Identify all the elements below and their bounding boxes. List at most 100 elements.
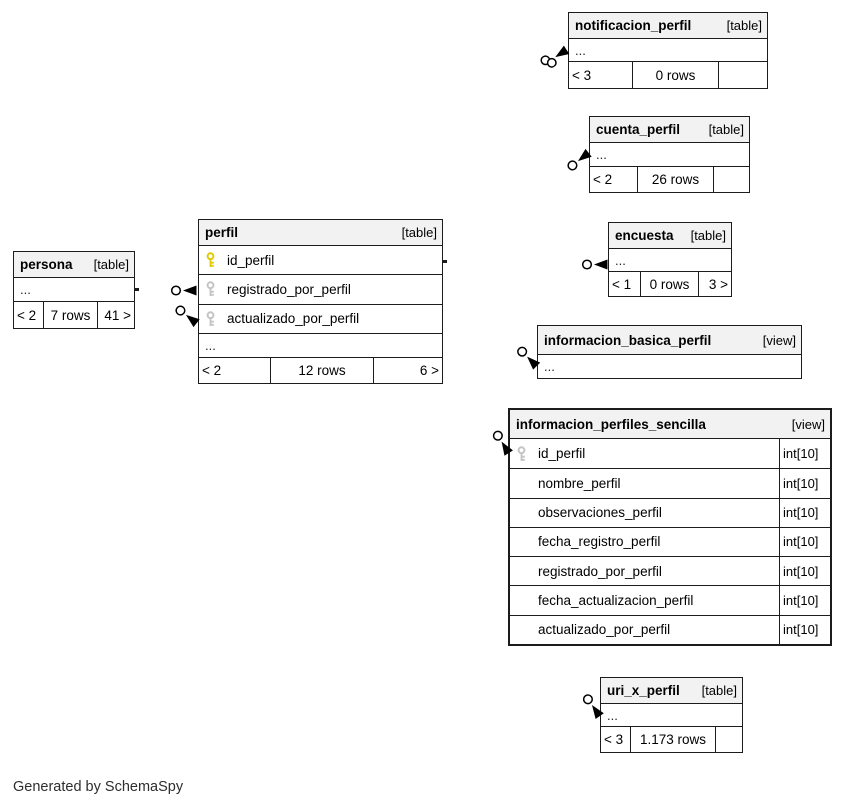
- footer-children: [715, 727, 742, 752]
- column-name: observaciones_perfil: [538, 505, 662, 521]
- table-perfil[interactable]: perfil [table] id_perfil registrado_por_…: [198, 219, 443, 384]
- column-name: fecha_registro_perfil: [538, 534, 661, 550]
- column-name: id_perfil: [227, 252, 275, 268]
- footer-rowcount: 7 rows: [43, 302, 97, 328]
- table-persona[interactable]: persona [table] ... < 2 7 rows 41 >: [13, 251, 135, 329]
- foreign-key-icon: [205, 311, 227, 327]
- column-row[interactable]: registrado_por_perfil: [199, 275, 442, 305]
- column-type: int[10]: [779, 498, 830, 527]
- column-name: id_perfil: [538, 446, 586, 462]
- table-name[interactable]: informacion_perfiles_sencilla: [516, 416, 706, 432]
- table-header: informacion_perfiles_sencilla [view]: [510, 410, 830, 439]
- table-kind-label: [view]: [762, 332, 796, 348]
- edge-stub: [135, 288, 139, 291]
- relationship-anchor-icon: [581, 258, 608, 271]
- table-footer: < 2 7 rows 41 >: [14, 302, 134, 328]
- footer-children: 41 >: [97, 302, 134, 328]
- column-name: actualizado_por_perfil: [227, 311, 360, 327]
- table-header: persona [table]: [14, 252, 134, 278]
- column-row[interactable]: id_perfil int[10]: [510, 439, 830, 470]
- columns-ellipsis: ...: [538, 355, 801, 378]
- footer-rowcount: 1.173 rows: [630, 727, 715, 752]
- footer-parents: < 3: [604, 732, 624, 747]
- column-row[interactable]: fecha_registro_perfil int[10]: [510, 527, 830, 558]
- table-footer: < 3 1.173 rows: [601, 727, 742, 752]
- column-name: actualizado_por_perfil: [538, 622, 671, 638]
- footer-children: [718, 62, 767, 88]
- table-kind-label: [table]: [401, 225, 437, 240]
- footer-parents: < 1: [612, 276, 632, 292]
- foreign-key-icon: [516, 445, 538, 462]
- column-row[interactable]: registrado_por_perfil int[10]: [510, 557, 830, 587]
- column-type: int[10]: [779, 557, 830, 586]
- table-header: encuesta [table]: [609, 223, 731, 249]
- column-type: int[10]: [779, 615, 830, 644]
- view-informacion-perfiles-sencilla[interactable]: informacion_perfiles_sencilla [view] id_…: [508, 408, 832, 646]
- table-cuenta-perfil[interactable]: cuenta_perfil [table] ... < 2 26 rows: [589, 116, 750, 193]
- footer-children: [713, 167, 749, 192]
- relationship-anchor-double-icon: [538, 43, 572, 72]
- edge-stub: [443, 260, 447, 263]
- columns-ellipsis: ...: [590, 143, 749, 167]
- table-encuesta[interactable]: encuesta [table] ... < 1 0 rows 3 >: [608, 222, 732, 297]
- columns-ellipsis: ...: [199, 333, 442, 358]
- column-row[interactable]: actualizado_por_perfil: [199, 304, 442, 334]
- table-name[interactable]: persona: [20, 257, 73, 272]
- column-type: int[10]: [779, 527, 830, 557]
- column-name: registrado_por_perfil: [538, 563, 662, 579]
- table-name[interactable]: cuenta_perfil: [596, 122, 681, 137]
- column-type: int[10]: [779, 586, 830, 615]
- view-informacion-basica-perfil[interactable]: informacion_basica_perfil [view] ...: [537, 325, 802, 379]
- column-row[interactable]: fecha_actualizacion_perfil int[10]: [510, 586, 830, 616]
- table-name[interactable]: encuesta: [615, 228, 674, 243]
- footer-rowcount: 0 rows: [640, 272, 698, 296]
- column-type: int[10]: [779, 469, 830, 498]
- foreign-key-icon: [205, 281, 227, 298]
- column-name: fecha_actualizacion_perfil: [538, 593, 694, 609]
- table-kind-label: [table]: [701, 683, 737, 698]
- footer-rowcount: 0 rows: [632, 62, 718, 88]
- column-row[interactable]: actualizado_por_perfil int[10]: [510, 615, 830, 644]
- footer-rowcount: 26 rows: [637, 167, 713, 192]
- table-kind-label: [view]: [791, 416, 825, 432]
- generated-by-note: Generated by SchemaSpy: [13, 779, 184, 795]
- table-uri-x-perfil[interactable]: uri_x_perfil [table] ... < 3 1.173 rows: [600, 677, 743, 753]
- table-kind-label: [table]: [726, 18, 762, 33]
- table-name[interactable]: notificacion_perfil: [575, 18, 692, 33]
- footer-parents: < 2: [202, 362, 222, 378]
- columns-ellipsis: ...: [569, 39, 767, 62]
- table-name[interactable]: informacion_basica_perfil: [544, 332, 712, 348]
- column-name: registrado_por_perfil: [227, 281, 351, 297]
- footer-rowcount: 12 rows: [270, 357, 373, 383]
- table-footer: < 3 0 rows: [569, 62, 767, 88]
- footer-parents: < 2: [593, 172, 613, 187]
- table-header: cuenta_perfil [table]: [590, 117, 749, 143]
- table-kind-label: [table]: [708, 122, 744, 137]
- footer-children: 3 >: [698, 272, 731, 296]
- table-name[interactable]: uri_x_perfil: [607, 683, 680, 698]
- column-row[interactable]: nombre_perfil int[10]: [510, 469, 830, 499]
- column-name: nombre_perfil: [538, 475, 621, 491]
- table-name[interactable]: perfil: [205, 225, 239, 240]
- table-header: informacion_basica_perfil [view]: [538, 326, 801, 355]
- columns-ellipsis: ...: [601, 704, 742, 727]
- table-header: notificacion_perfil [table]: [569, 13, 767, 39]
- table-footer: < 2 26 rows: [590, 167, 749, 192]
- relationship-anchor-icon: [170, 284, 197, 297]
- column-row[interactable]: observaciones_perfil int[10]: [510, 498, 830, 528]
- table-footer: < 1 0 rows 3 >: [609, 272, 731, 296]
- table-kind-label: [table]: [690, 228, 726, 243]
- columns-ellipsis: ...: [609, 249, 731, 272]
- footer-parents: < 2: [17, 307, 37, 323]
- table-header: perfil [table]: [199, 220, 442, 246]
- table-footer: < 2 12 rows 6 >: [199, 357, 442, 383]
- table-notificacion-perfil[interactable]: notificacion_perfil [table] ... < 3 0 ro…: [568, 12, 768, 89]
- columns-ellipsis: ...: [14, 278, 134, 302]
- footer-children: 6 >: [373, 357, 442, 383]
- column-row[interactable]: id_perfil: [199, 246, 442, 276]
- footer-parents: < 3: [572, 67, 592, 83]
- column-type: int[10]: [779, 439, 830, 469]
- table-header: uri_x_perfil [table]: [601, 678, 742, 704]
- primary-key-icon: [205, 252, 227, 269]
